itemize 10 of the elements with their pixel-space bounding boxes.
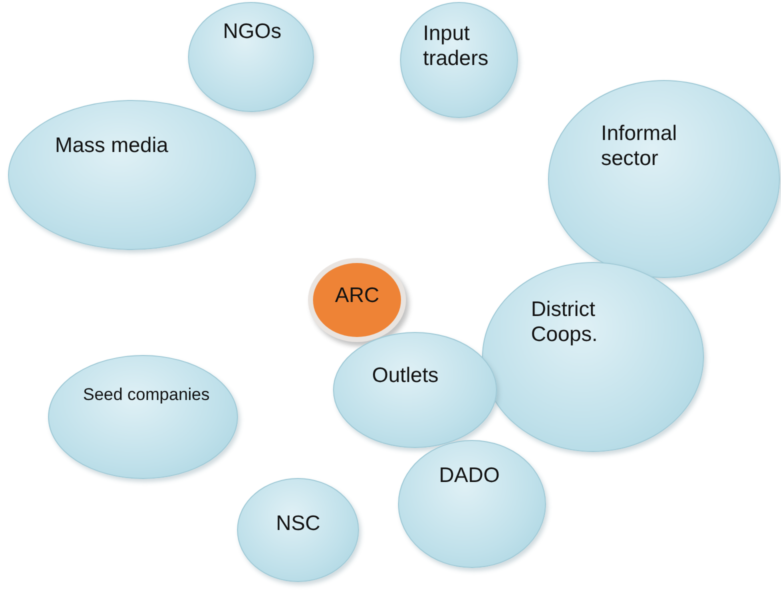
node-label: Input traders — [423, 21, 490, 71]
node-label: District Coops. — [531, 297, 599, 347]
node-label: Mass media — [55, 133, 170, 158]
node-label: Informal sector — [601, 121, 678, 171]
node-label: NSC — [276, 511, 322, 536]
node-label: Seed companies — [83, 384, 211, 406]
node-label: DADO — [439, 463, 501, 488]
node-label: ARC — [335, 283, 380, 308]
node-label: NGOs — [223, 19, 282, 44]
node-label: Outlets — [372, 363, 440, 388]
